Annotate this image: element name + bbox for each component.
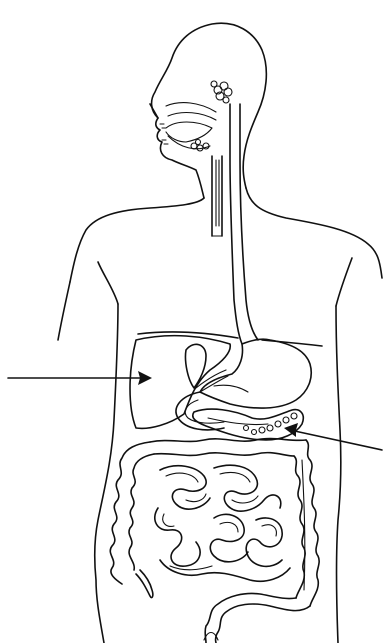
stomach-outline	[200, 339, 311, 408]
large-intestine	[110, 439, 319, 606]
gallbladder-outline	[185, 344, 206, 388]
left-armpit	[98, 262, 118, 304]
descending-colon-inner	[294, 456, 305, 598]
small-intestine-inner-4	[186, 494, 258, 503]
face-profile	[150, 104, 204, 198]
mouth-region	[160, 81, 232, 151]
stomach	[200, 339, 311, 408]
trachea	[212, 156, 222, 236]
sigmoid-outer	[216, 604, 311, 643]
esophagus-right-wall	[240, 104, 258, 340]
torso-left	[95, 304, 118, 643]
small-intestine-loop-4	[210, 514, 248, 561]
sublingual-gland	[191, 140, 209, 152]
neck-right	[246, 188, 382, 278]
pointer-pancreas	[284, 423, 382, 450]
transverse-colon-bottom	[154, 453, 294, 456]
lower-jaw	[168, 136, 210, 149]
liver	[130, 336, 230, 429]
small-intestine-inner-1	[166, 472, 250, 482]
rectum	[204, 593, 310, 643]
left-arm	[58, 282, 70, 340]
esophagus	[230, 104, 258, 344]
tongue	[166, 122, 212, 142]
small-intestine-loop-6	[160, 560, 290, 581]
sigmoid-inner	[205, 593, 296, 643]
ascending-colon-inner	[129, 454, 154, 570]
palate	[168, 113, 216, 120]
torso-right	[336, 306, 341, 643]
salivary-gland	[211, 81, 232, 103]
teeth-lower	[162, 140, 168, 144]
small-intestine	[155, 465, 290, 581]
head-outline	[152, 23, 267, 188]
pancreas	[193, 409, 304, 440]
body-outline	[58, 23, 382, 643]
trachea-inner	[216, 160, 219, 226]
neck-left	[70, 198, 204, 282]
appendix	[136, 570, 153, 598]
small-intestine-loop-1	[160, 466, 210, 509]
descending-colon-outer	[306, 440, 319, 606]
right-armpit	[336, 258, 352, 306]
small-intestine-loop-2	[214, 465, 281, 511]
liver-outline	[130, 336, 230, 429]
transverse-colon-top	[150, 439, 306, 442]
stomach-fold	[214, 385, 248, 392]
small-intestine-loop-3	[155, 508, 200, 566]
nasal-cavity	[166, 103, 216, 112]
small-intestine-inner-3	[170, 525, 276, 570]
teeth-upper	[160, 124, 166, 128]
